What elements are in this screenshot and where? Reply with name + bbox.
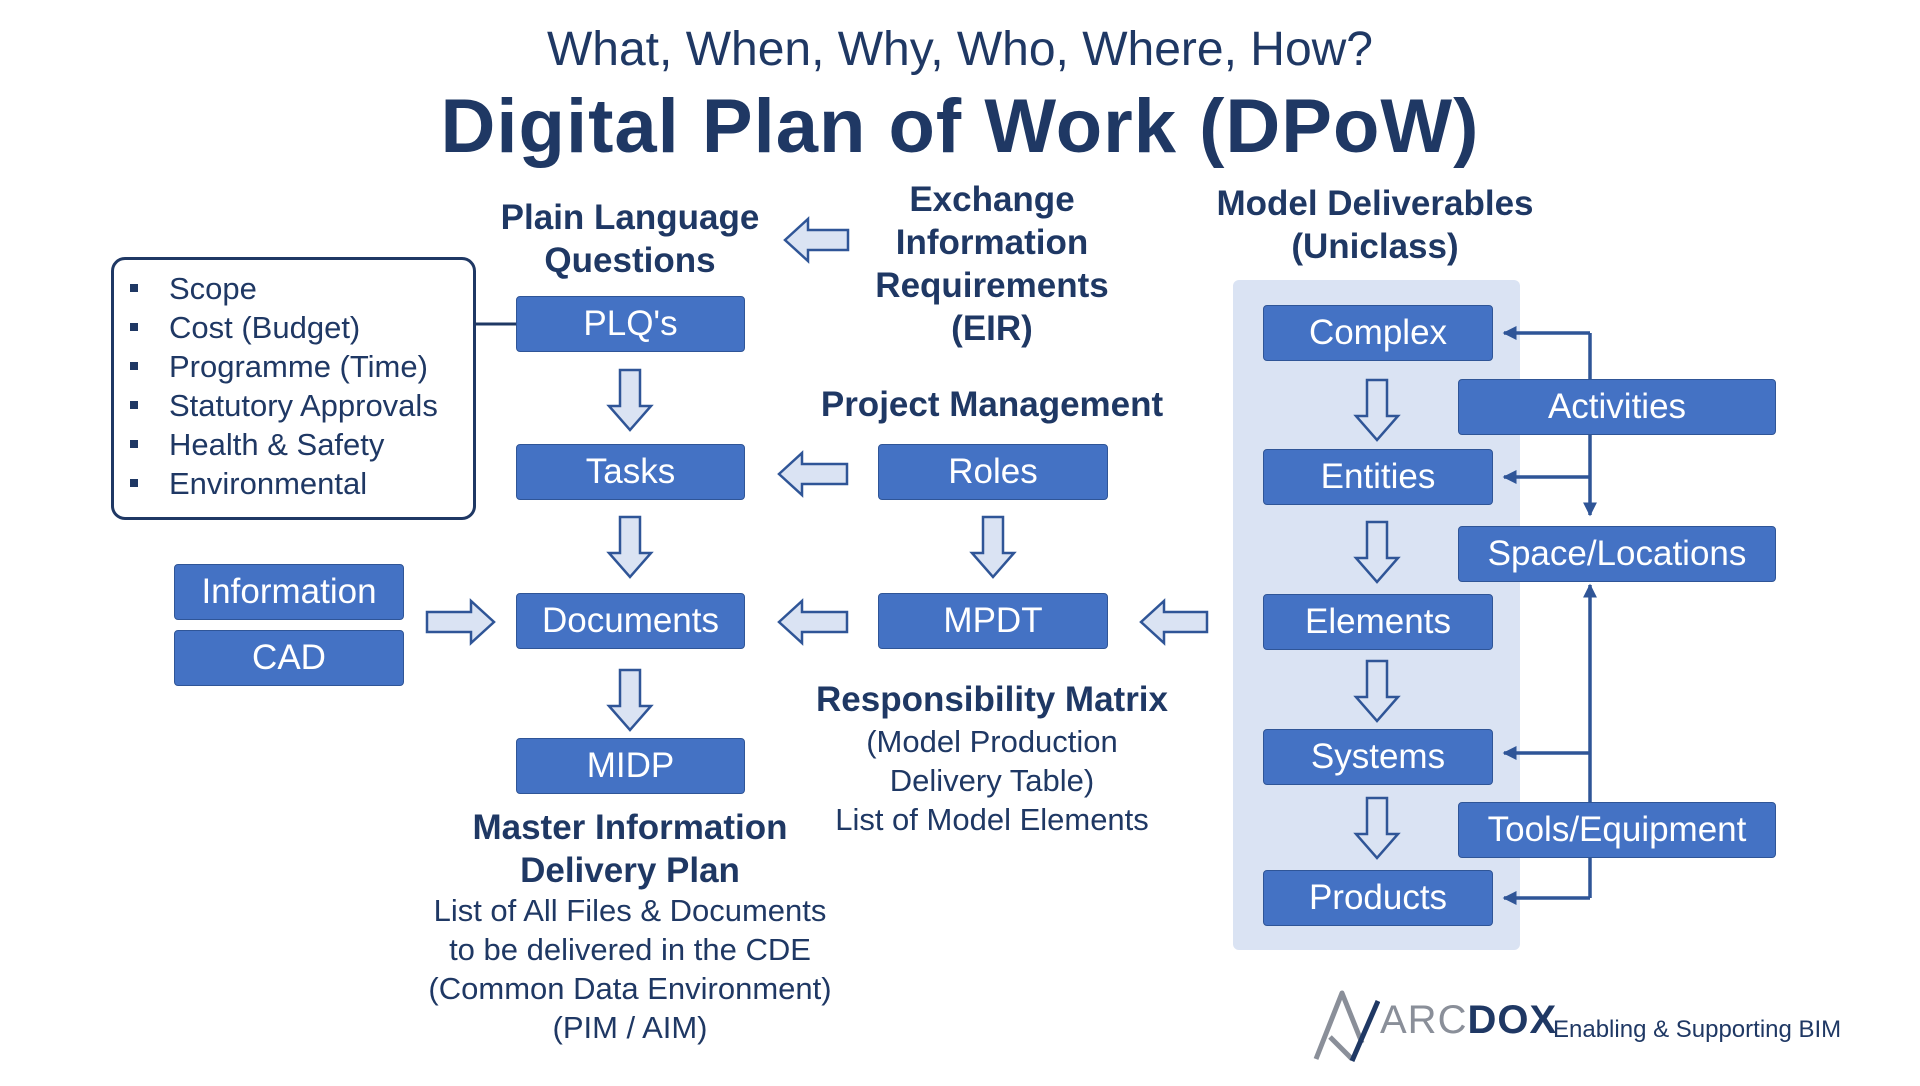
cad-box: CAD [174, 630, 404, 686]
logo-arc: ARC [1380, 998, 1468, 1042]
eir-heading: Exchange Information Requirements (EIR) [842, 178, 1142, 350]
list-item: Health & Safety [128, 425, 473, 464]
space-locations-box: Space/Locations [1458, 526, 1776, 582]
model-deliverables-heading: Model Deliverables (Uniclass) [1175, 182, 1575, 268]
midp-desc-line2: to be delivered in the CDE [449, 932, 811, 967]
down-arrow-icon [1353, 520, 1401, 584]
midp-desc-line4: (PIM / AIM) [552, 1010, 708, 1045]
tools-equipment-box: Tools/Equipment [1458, 802, 1776, 858]
midp-heading-line2: Delivery Plan [520, 851, 740, 890]
midp-heading: Master Information Delivery Plan [400, 806, 860, 892]
down-arrow-icon [606, 515, 654, 579]
left-arrow-icon [777, 450, 849, 498]
documents-box: Documents [516, 593, 745, 649]
right-arrow-icon [425, 598, 496, 646]
eir-heading-line4: (EIR) [951, 309, 1033, 348]
down-arrow-icon [606, 368, 654, 432]
plq-heading: Plain Language Questions [465, 196, 795, 282]
activities-box: Activities [1458, 379, 1776, 435]
eir-heading-line3: Requirements [875, 266, 1109, 305]
list-item: Programme (Time) [128, 347, 473, 386]
midp-desc-line1: List of All Files & Documents [433, 893, 827, 928]
midp-heading-line1: Master Information [472, 808, 788, 847]
mpdt-desc-line1: (Model Production [866, 724, 1118, 759]
diagram-subtitle: What, When, Why, Who, Where, How? [546, 23, 1373, 76]
midp-description: List of All Files & Documents to be deli… [380, 891, 880, 1047]
midp-box: MIDP [516, 738, 745, 794]
eir-heading-line1: Exchange [909, 180, 1075, 219]
down-arrow-icon [969, 515, 1017, 579]
responsibility-matrix-heading: Responsibility Matrix [815, 680, 1169, 719]
systems-box: Systems [1263, 729, 1493, 785]
entities-box: Entities [1263, 449, 1493, 505]
arcdox-logo-text: ARCDOX [1380, 998, 1557, 1043]
plq-heading-line2: Questions [544, 241, 716, 280]
elements-box: Elements [1263, 594, 1493, 650]
mpdt-desc-line2: Delivery Table) [889, 763, 1095, 798]
roles-box: Roles [878, 444, 1108, 500]
logo-dox: DOX [1467, 998, 1558, 1042]
down-arrow-icon [606, 668, 654, 732]
down-arrow-icon [1353, 796, 1401, 860]
mpdt-box: MPDT [878, 593, 1108, 649]
diagram-title: Digital Plan of Work (DPoW) [440, 84, 1480, 169]
arcdox-logo-icon [1313, 990, 1380, 1062]
plq-topics-list: Scope Cost (Budget) Programme (Time) Sta… [111, 257, 476, 520]
list-item: Environmental [128, 464, 473, 503]
plq-heading-line1: Plain Language [500, 198, 760, 237]
information-box: Information [174, 564, 404, 620]
down-arrow-icon [1353, 378, 1401, 442]
model-deliverables-line1: Model Deliverables [1216, 184, 1534, 223]
tasks-box: Tasks [516, 444, 745, 500]
plqs-box: PLQ's [516, 296, 745, 352]
complex-box: Complex [1263, 305, 1493, 361]
eir-heading-line2: Information [895, 223, 1089, 262]
mpdt-description: (Model Production Delivery Table) List o… [792, 722, 1192, 839]
down-arrow-icon [1353, 659, 1401, 723]
left-arrow-icon [777, 598, 849, 646]
mpdt-desc-line3: List of Model Elements [835, 802, 1149, 837]
logo-tagline: Enabling & Supporting BIM [1553, 1016, 1842, 1043]
list-item: Scope [128, 269, 473, 308]
left-arrow-icon [1139, 598, 1209, 646]
left-arrow-icon [783, 216, 850, 264]
products-box: Products [1263, 870, 1493, 926]
list-item: Cost (Budget) [128, 308, 473, 347]
midp-desc-line3: (Common Data Environment) [428, 971, 832, 1006]
project-management-heading: Project Management [820, 385, 1164, 424]
model-deliverables-line2: (Uniclass) [1291, 227, 1459, 266]
list-item: Statutory Approvals [128, 386, 473, 425]
